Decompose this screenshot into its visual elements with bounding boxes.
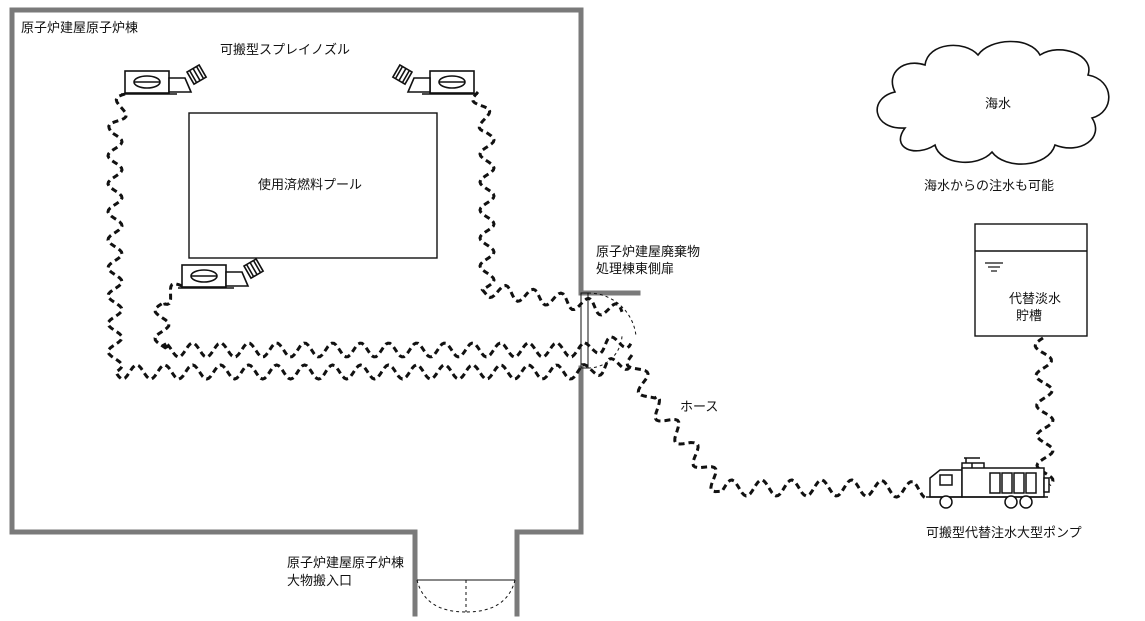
spray-nozzle-icon bbox=[178, 257, 265, 289]
entrance-door bbox=[416, 579, 516, 613]
tank-label-line1: 代替淡水 bbox=[1009, 292, 1062, 307]
hose-lines bbox=[106, 90, 1055, 500]
east-door-label-line2: 処理棟東側扉 bbox=[596, 262, 675, 277]
seawater-note: 海水からの注水も可能 bbox=[924, 179, 1055, 194]
spent-fuel-pool-label: 使用済燃料プール bbox=[258, 178, 363, 193]
hose-line bbox=[153, 282, 633, 359]
seawater-label: 海水 bbox=[985, 97, 1012, 112]
spray-nozzle-label: 可搬型スプレイノズル bbox=[220, 43, 351, 58]
east-door-label-line1: 原子炉建屋廃棄物 bbox=[596, 245, 701, 260]
spray-nozzle-icon bbox=[121, 63, 208, 95]
east-door bbox=[580, 292, 637, 369]
hose-line bbox=[106, 92, 631, 381]
entrance-label-line1: 原子炉建屋原子炉棟 bbox=[287, 556, 405, 571]
spent-fuel-pool-box bbox=[188, 112, 438, 259]
building-main-label: 原子炉建屋原子炉棟 bbox=[21, 21, 139, 36]
tank-label-line2: 貯槽 bbox=[1016, 309, 1043, 324]
entrance-label-line2: 大物搬入口 bbox=[287, 574, 353, 589]
hose-line bbox=[1033, 336, 1055, 487]
spray-nozzle-icon bbox=[391, 63, 478, 95]
hose-line bbox=[625, 354, 929, 500]
pump-truck-icon bbox=[926, 457, 1050, 509]
reactor-building-walls bbox=[9, 7, 641, 617]
hose-label: ホース bbox=[680, 400, 719, 415]
seawater-cloud-icon bbox=[876, 40, 1110, 165]
hose-line bbox=[471, 90, 624, 317]
freshwater-tank bbox=[974, 223, 1088, 337]
pump-label: 可搬型代替注水大型ポンプ bbox=[926, 526, 1082, 541]
